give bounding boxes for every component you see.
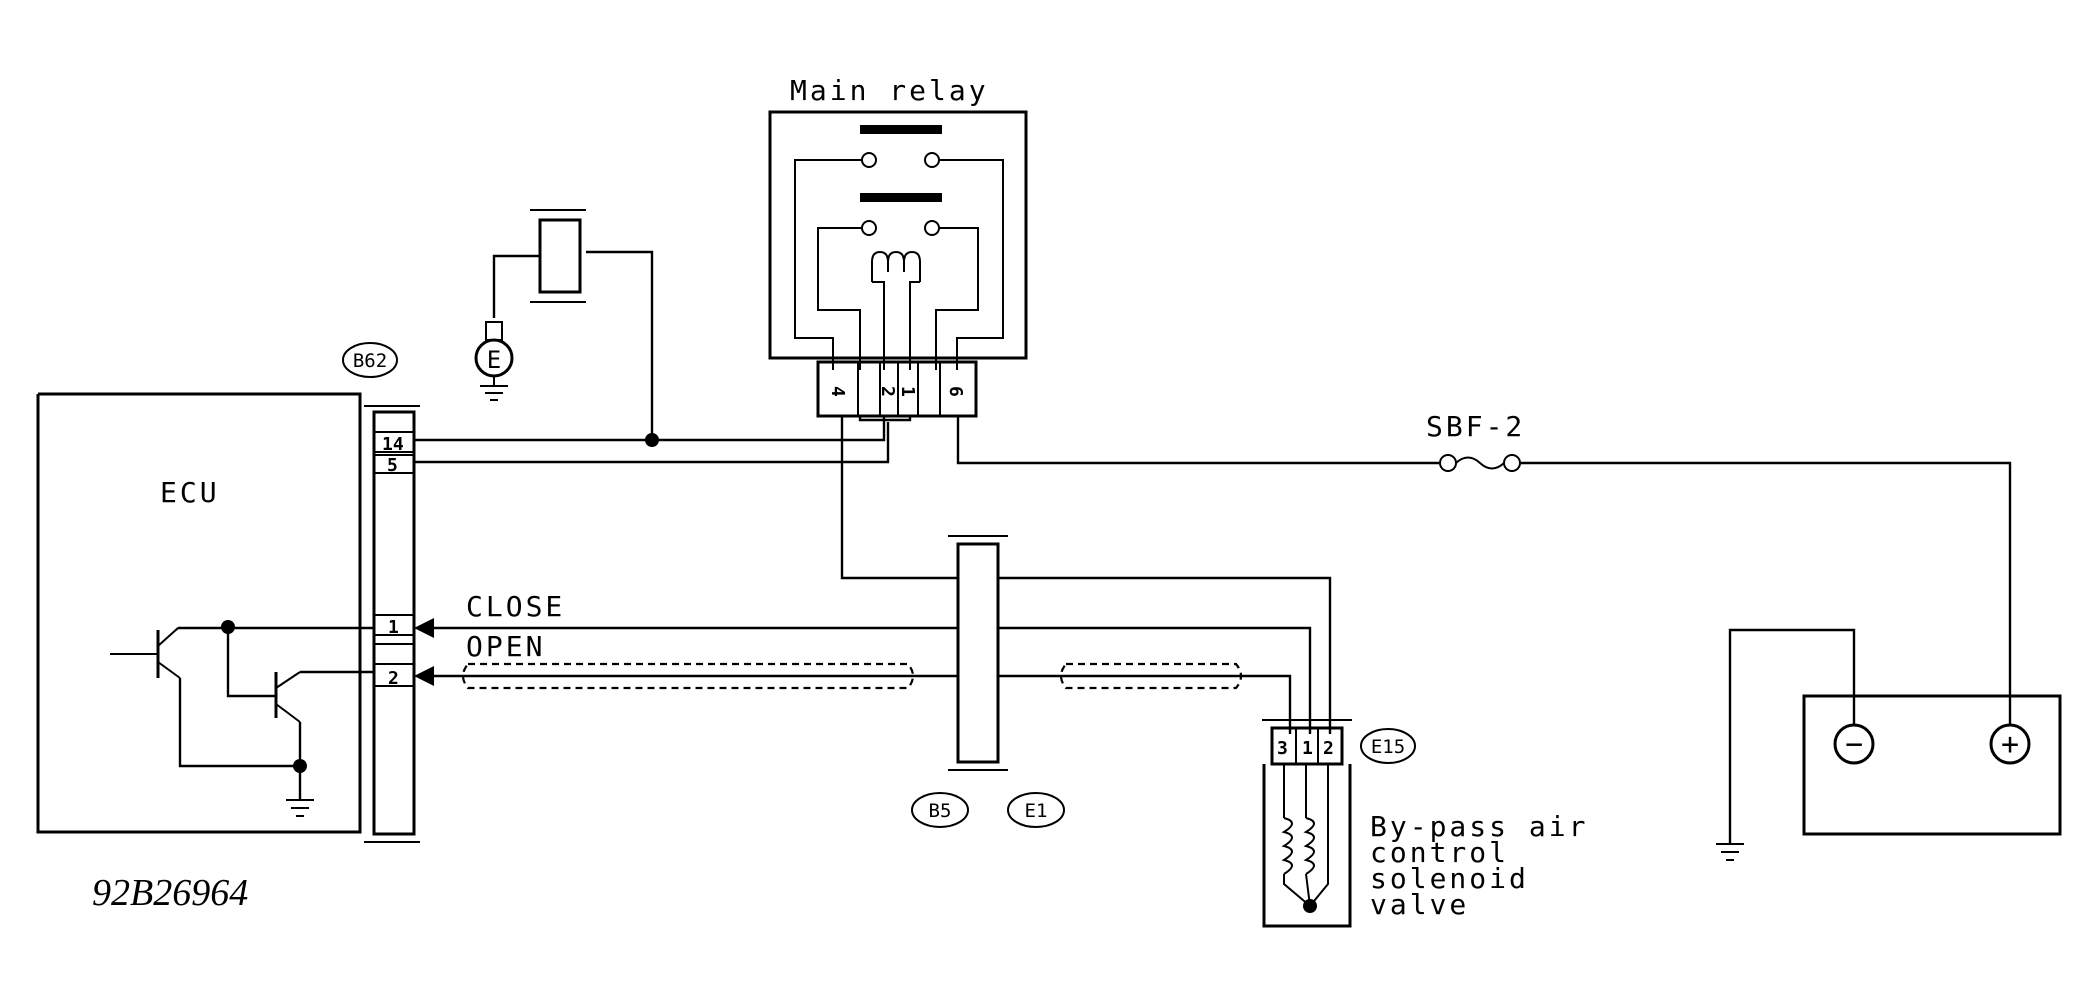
connector-b5-e1: B5 E1 bbox=[911, 535, 1065, 828]
wire bbox=[858, 416, 912, 422]
ecu-pin-2: 2 bbox=[388, 668, 399, 689]
junction-dot bbox=[1303, 899, 1317, 913]
wire-relay-4 bbox=[840, 416, 958, 580]
shield-wire-left bbox=[461, 662, 915, 690]
engine-ground: E bbox=[474, 209, 654, 440]
relay-wire bbox=[794, 159, 862, 370]
ground-block bbox=[538, 218, 582, 294]
valve-label-line2: control bbox=[1370, 836, 1509, 869]
relay-contact-bar-lower bbox=[860, 193, 942, 202]
bypass-air-valve: 3 1 2 E15 By-pass air control solenoid v… bbox=[1262, 719, 1588, 928]
wire bbox=[492, 254, 540, 318]
connector-e1-label: E1 bbox=[1025, 800, 1048, 822]
battery-positive-icon bbox=[1989, 723, 2031, 765]
valve-pin-2: 2 bbox=[1323, 738, 1334, 759]
junction-dot bbox=[293, 759, 307, 773]
relay-pin-6: 6 bbox=[945, 386, 966, 397]
close-label: CLOSE bbox=[466, 590, 565, 623]
ecu: ECU 14 5 1 2 B62 bbox=[36, 342, 420, 843]
valve-pin-1: 1 bbox=[1302, 738, 1313, 759]
ecu-pin-14: 14 bbox=[382, 434, 404, 455]
ecu-pin-1: 1 bbox=[388, 617, 399, 638]
connector-e15-label: E15 bbox=[1371, 736, 1405, 758]
arrow-close-icon bbox=[414, 618, 434, 638]
relay-contact-icon bbox=[861, 220, 877, 236]
junction-dot bbox=[645, 433, 659, 447]
relay-pin-4: 4 bbox=[827, 386, 848, 397]
battery: − + bbox=[1716, 628, 2062, 861]
battery-positive-label: + bbox=[2001, 727, 2019, 762]
connector-b5-tag bbox=[911, 792, 969, 828]
open-label: OPEN bbox=[466, 630, 545, 663]
fuse-sbf2: SBF-2 bbox=[1426, 410, 1525, 472]
arrow-open-icon bbox=[414, 666, 434, 686]
valve-label-line4: valve bbox=[1370, 888, 1469, 921]
valve-label-line3: solenoid bbox=[1370, 862, 1529, 895]
wire bbox=[226, 627, 276, 698]
solenoid-coil-icon bbox=[1281, 764, 1329, 907]
connector-b5-label: B5 bbox=[929, 800, 952, 822]
relay-contact-icon bbox=[924, 220, 940, 236]
main-relay-housing bbox=[768, 110, 1028, 360]
relay-wire bbox=[935, 227, 979, 370]
relay-contact-icon bbox=[861, 152, 877, 168]
battery-negative-label: − bbox=[1845, 727, 1863, 762]
wire-battery-positive bbox=[1520, 461, 2012, 724]
wire-valve-3 bbox=[998, 674, 1292, 734]
transistor-icon bbox=[110, 627, 181, 679]
main-relay-label: Main relay bbox=[790, 74, 989, 107]
ecu-pin-5: 5 bbox=[387, 455, 398, 476]
wire-valve-1 bbox=[998, 626, 1312, 734]
relay-wire bbox=[817, 227, 862, 370]
connector-e15-tag bbox=[1360, 728, 1416, 764]
ground-e-label: E bbox=[487, 346, 501, 374]
relay-contact-bar-upper bbox=[860, 125, 942, 134]
figure-id: 92B26964 bbox=[92, 872, 248, 914]
valve-label-line1: By-pass air bbox=[1370, 810, 1588, 843]
relay-pin-2: 2 bbox=[877, 386, 898, 397]
ecu-housing bbox=[36, 392, 362, 834]
wire bbox=[178, 678, 300, 768]
valve-pin-3: 3 bbox=[1277, 738, 1288, 759]
connector-b5-e1-block bbox=[956, 542, 1000, 764]
relay-coil-icon bbox=[871, 250, 921, 370]
wire-battery-negative bbox=[1728, 628, 1856, 844]
ecu-label: ECU bbox=[160, 476, 220, 509]
relay-wire bbox=[939, 159, 1004, 370]
main-relay: Main relay 4 2 1 6 bbox=[768, 74, 1028, 418]
wire-ecu-5 bbox=[414, 422, 890, 464]
wire-relay-6 bbox=[956, 416, 1440, 465]
fuse-label: SBF-2 bbox=[1426, 410, 1525, 443]
relay-contact-icon bbox=[924, 152, 940, 168]
battery-housing bbox=[1802, 694, 2062, 836]
valve-housing bbox=[1262, 764, 1352, 928]
wire-valve-2 bbox=[998, 576, 1332, 734]
shield-wire-right bbox=[1059, 662, 1243, 690]
connector-b62-label: B62 bbox=[353, 350, 387, 372]
connector-b62-tag bbox=[342, 342, 398, 378]
relay-pin-1: 1 bbox=[897, 386, 918, 397]
transistor-icon bbox=[274, 671, 301, 723]
connector-e1-tag bbox=[1007, 792, 1065, 828]
fuse-icon bbox=[1439, 454, 1457, 472]
wire-ecu-14 bbox=[414, 416, 886, 442]
wire bbox=[586, 250, 654, 440]
